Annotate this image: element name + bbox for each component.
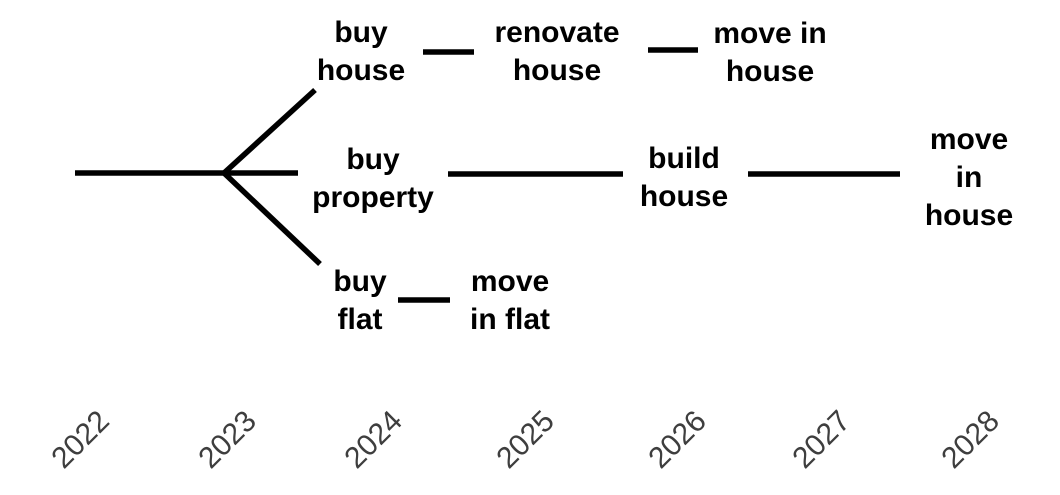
node-move-in-house-top: move in house — [713, 17, 827, 88]
node-buy-flat: buy flat — [333, 265, 387, 336]
node-buy-house: buy house — [316, 16, 406, 87]
node-build-house: build house — [639, 142, 729, 213]
node-renovate-house: renovate house — [494, 16, 620, 87]
edge-branch-buy-house — [222, 87, 317, 176]
edge-branch-buy-flat — [222, 171, 322, 266]
node-move-in-flat: move in flat — [470, 265, 550, 336]
node-move-in-house-mid: move in house — [924, 123, 1014, 232]
node-buy-property: buy property — [312, 143, 434, 214]
